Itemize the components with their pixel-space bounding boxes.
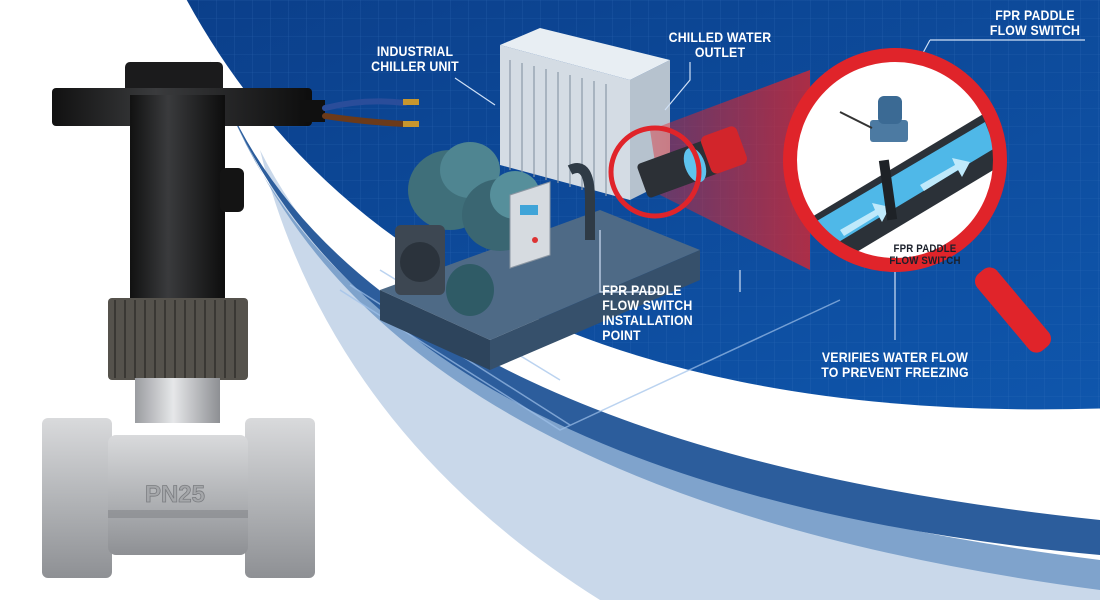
label-line: INSTALLATION (602, 312, 693, 328)
label-line: FPR PADDLE (602, 282, 682, 298)
label-line: POINT (602, 327, 641, 343)
label-line: FPR PADDLE (893, 243, 957, 255)
label-chilled-water-outlet: CHILLED WATER OUTLET (667, 30, 773, 60)
label-line: FLOW SWITCH (602, 297, 693, 313)
label-line: FLOW SWITCH (989, 22, 1081, 38)
label-verifies-water-flow: VERIFIES WATER FLOW TO PREVENT FREEZING (816, 350, 974, 380)
pn25-marking: PN25 (145, 481, 205, 508)
installation-point-highlight (608, 125, 702, 219)
label-industrial-chiller-unit: INDUSTRIAL CHILLER UNIT (367, 44, 464, 74)
swoosh-light (260, 150, 1100, 600)
label-line: INDUSTRIAL (376, 43, 454, 59)
flow-switch-product (42, 62, 419, 578)
label-line: CHILLER UNIT (371, 58, 459, 74)
zoom-beam (650, 70, 810, 270)
label-line: VERIFIES WATER FLOW (821, 349, 969, 365)
label-line: CHILLED WATER (668, 29, 772, 45)
label-inner-flow-switch: FPR PADDLE FLOW SWITCH (877, 243, 974, 267)
label-line: OUTLET (694, 44, 746, 60)
label-fpr-paddle-flow-switch: FPR PADDLE FLOW SWITCH (982, 8, 1088, 38)
label-line: FPR PADDLE (995, 7, 1075, 23)
label-line: FLOW SWITCH (889, 255, 961, 267)
label-line: TO PREVENT FREEZING (821, 364, 969, 380)
label-installation-point: FPR PADDLE FLOW SWITCH INSTALLATION POIN… (602, 283, 708, 343)
magnifier (783, 48, 1052, 353)
